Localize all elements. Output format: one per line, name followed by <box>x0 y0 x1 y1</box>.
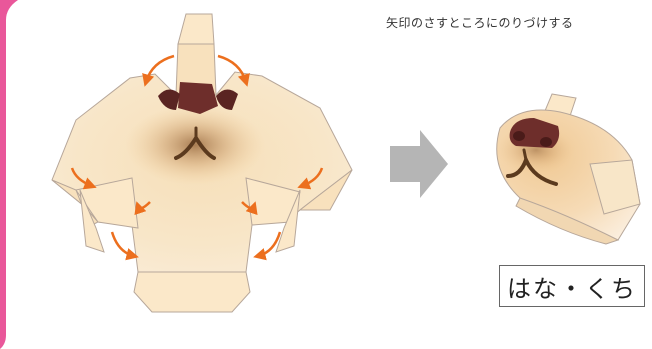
step-arrow-icon <box>390 130 448 198</box>
part-label-text: はな・くち <box>507 274 637 303</box>
glue-arrow-icon <box>253 231 282 261</box>
glue-arrow-icon <box>142 54 175 87</box>
instruction-text: 矢印のさすところにのりづけする <box>386 16 574 30</box>
glue-arrow-icon <box>241 201 258 216</box>
part-label: はな・くち <box>499 265 645 307</box>
glue-arrow-icon <box>217 54 250 87</box>
unfolded-nose-mouth-pattern <box>51 13 353 313</box>
glue-arrow-icon <box>297 167 324 190</box>
corner-tab <box>0 0 18 349</box>
assembled-nose-mouth <box>496 93 641 245</box>
glue-arrow-icon <box>134 201 151 216</box>
glue-arrow-icon <box>70 167 97 190</box>
glue-arrow-icon <box>110 231 139 261</box>
